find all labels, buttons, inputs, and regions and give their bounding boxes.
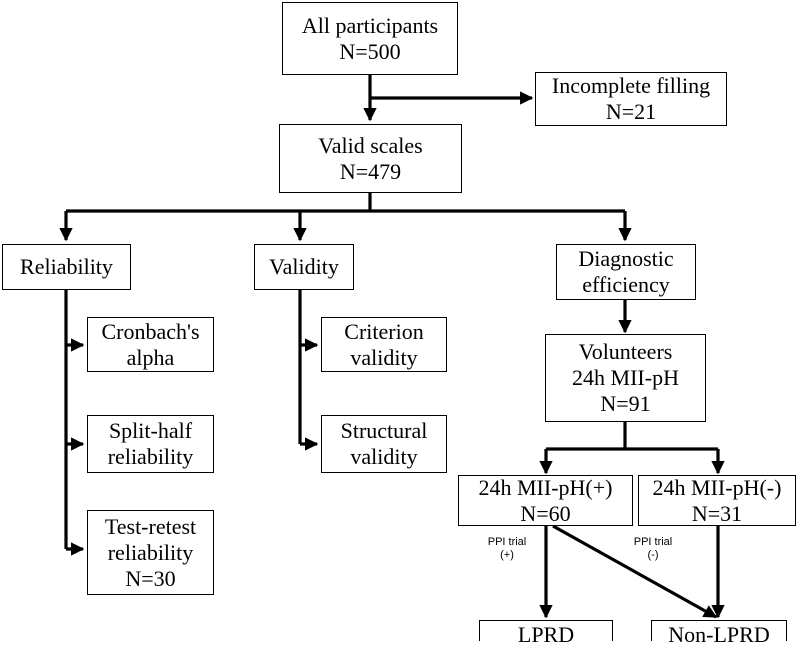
node-split-half-reliability-line2: reliability — [107, 444, 194, 469]
edge-label-ppi-positive: PPI trial (+) — [482, 536, 532, 562]
edge-label-ppi-positive-line1: PPI trial — [487, 536, 527, 548]
edge-label-ppi-positive-line2: (+) — [500, 549, 514, 561]
node-structural-validity: Structural validity — [321, 415, 447, 473]
edge-label-ppi-negative-line2: (-) — [647, 549, 659, 561]
node-diagnostic-efficiency-line1: Diagnostic — [578, 246, 674, 271]
node-volunteers-line2: 24h MII-pH — [572, 365, 679, 390]
edge-label-ppi-negative: PPI trial (-) — [628, 536, 678, 562]
node-reliability-line1: Reliability — [20, 254, 113, 279]
node-volunteers-line1: Volunteers — [578, 339, 673, 364]
node-mii-ph-positive-line1: 24h MII-pH(+) — [478, 474, 613, 500]
node-incomplete-filling-line1: Incomplete filling — [551, 73, 711, 98]
node-incomplete-filling-line2: N=21 — [605, 99, 657, 124]
node-structural-validity-line2: validity — [350, 444, 418, 469]
node-valid-scales: Valid scales N=479 — [279, 124, 462, 193]
node-lprd: LPRD N=56 — [479, 620, 613, 647]
node-incomplete-filling: Incomplete filling N=21 — [535, 72, 727, 126]
node-non-lprd-line1: Non-LPRD — [668, 622, 770, 647]
node-mii-ph-positive-line2: N=60 — [520, 500, 571, 526]
node-validity-line1: Validity — [269, 254, 339, 279]
node-cronbach-alpha-line2: alpha — [126, 344, 175, 370]
node-diagnostic-efficiency-line2: efficiency — [582, 272, 670, 297]
node-all-participants: All participants N=500 — [282, 2, 458, 75]
node-split-half-reliability-line1: Split-half — [108, 418, 193, 443]
node-mii-ph-negative-line1: 24h MII-pH(-) — [652, 474, 782, 500]
node-test-retest-reliability: Test-retest reliability N=30 — [87, 510, 214, 595]
node-valid-scales-line2: N=479 — [339, 158, 402, 184]
node-all-participants-line1: All participants — [301, 12, 439, 38]
node-volunteers-line3: N=91 — [600, 391, 651, 416]
node-test-retest-reliability-line3: N=30 — [125, 565, 176, 591]
node-criterion-validity-line1: Criterion — [344, 318, 424, 344]
node-valid-scales-line1: Valid scales — [318, 132, 423, 158]
node-split-half-reliability: Split-half reliability — [87, 415, 214, 473]
node-criterion-validity: Criterion validity — [321, 317, 447, 372]
edge-label-ppi-negative-line1: PPI trial — [633, 536, 673, 548]
edge-pos-to-non-lprd — [552, 524, 718, 619]
node-reliability: Reliability — [2, 244, 131, 290]
node-validity: Validity — [254, 244, 354, 290]
node-cronbach-alpha-line1: Cronbach's — [101, 318, 200, 344]
node-cronbach-alpha: Cronbach's alpha — [87, 317, 214, 372]
node-test-retest-reliability-line2: reliability — [107, 539, 194, 565]
node-diagnostic-efficiency: Diagnostic efficiency — [556, 244, 696, 300]
node-lprd-line1: LPRD — [517, 622, 575, 647]
node-mii-ph-negative-line2: N=31 — [691, 500, 743, 526]
node-mii-ph-positive: 24h MII-pH(+) N=60 — [458, 475, 633, 526]
node-volunteers: Volunteers 24h MII-pH N=91 — [545, 334, 706, 422]
node-structural-validity-line1: Structural — [340, 418, 428, 443]
node-non-lprd: Non-LPRD N=35 — [651, 620, 787, 647]
node-all-participants-line2: N=500 — [339, 38, 401, 64]
node-mii-ph-negative: 24h MII-pH(-) N=31 — [638, 475, 796, 526]
node-test-retest-reliability-line1: Test-retest — [104, 513, 197, 539]
node-criterion-validity-line2: validity — [350, 344, 418, 370]
